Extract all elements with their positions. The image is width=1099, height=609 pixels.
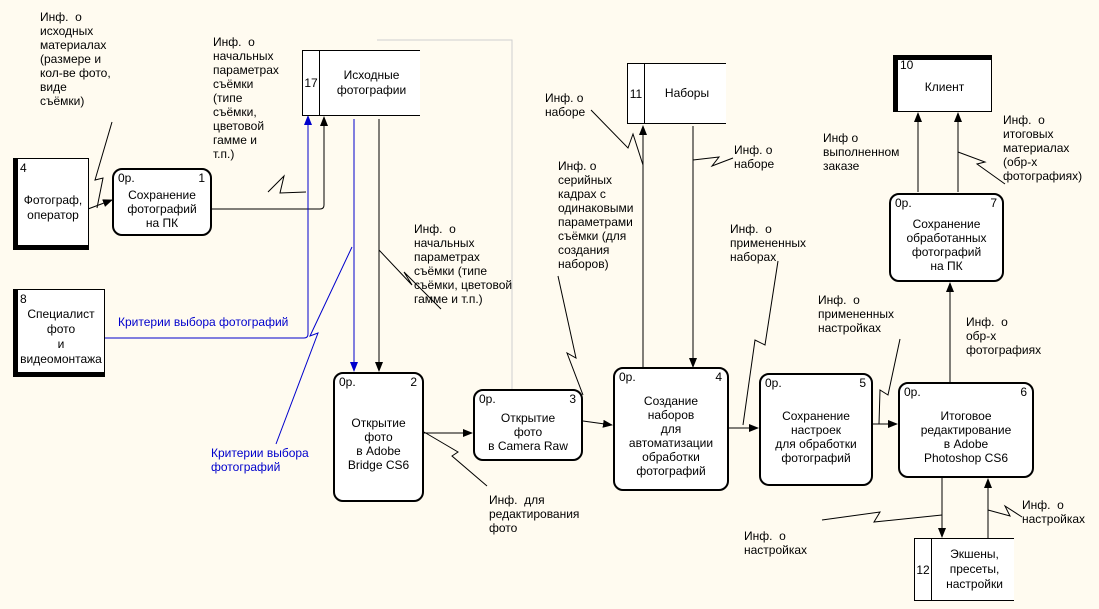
external-client[interactable]: 10 Клиент <box>893 55 992 112</box>
process-7[interactable]: 0р. 7 Сохранение обработанных фотографий… <box>889 193 1004 282</box>
store-number: 12 <box>915 539 932 600</box>
process-number: 7 <box>990 196 997 210</box>
process-prefix: 0р. <box>339 375 356 389</box>
process-title: Сохранение обработанных фотографий на ПК <box>906 216 987 273</box>
store-number: 11 <box>628 64 645 123</box>
store-title: Наборы <box>664 86 710 100</box>
leader-serial-frames <box>557 275 584 396</box>
frame-line <box>377 39 513 400</box>
label-set-info-1: Инф. о наборе <box>545 91 586 119</box>
label-edit-info: Инф. для редактирования фото <box>489 493 580 535</box>
flow-p1-store17 <box>212 116 328 210</box>
flow-p3-p4 <box>582 419 613 428</box>
process-prefix: 0р. <box>479 392 496 406</box>
process-number: 2 <box>410 375 417 389</box>
label-serial-frames: Инф. о серийных кадрах с одинаковыми пар… <box>558 159 634 271</box>
leader-final-materials <box>957 151 1006 185</box>
leader-set-info-1 <box>590 109 644 166</box>
process-number: 1 <box>198 171 205 185</box>
process-4[interactable]: 0р. 4 Создание наборов для автоматизации… <box>613 367 729 491</box>
leader-initial-params-2 <box>378 249 442 310</box>
leader-settings-2 <box>987 504 1023 518</box>
process-number: 4 <box>715 370 722 384</box>
store-sets[interactable]: 11 Наборы <box>627 63 726 124</box>
leader-applied-sets <box>742 260 779 426</box>
external-photographer[interactable]: 4 Фотограф, оператор <box>13 158 89 250</box>
label-final-materials: Инф. о итоговых материалах (обр-х фотогр… <box>1003 113 1083 183</box>
process-prefix: 0р. <box>895 196 912 210</box>
label-selection-criteria-2: Критерии выбора фотографий <box>211 446 309 474</box>
process-number: 5 <box>859 376 866 390</box>
leader-set-info-2 <box>692 156 734 168</box>
process-2[interactable]: 0р. 2 Открытие фото в Adobe Bridge CS6 <box>333 372 424 502</box>
leader-settings-1 <box>821 511 943 523</box>
external-id: 4 <box>20 161 27 175</box>
label-completed-order: Инф о выполненном заказе <box>823 131 900 173</box>
leader-source-materials <box>94 121 113 209</box>
process-5[interactable]: 0р. 5 Сохранение настроек для обработки … <box>759 373 873 486</box>
control-specialist-store17 <box>104 115 312 339</box>
label-initial-params-2: Инф. о начальных параметрах съёмки (типе… <box>414 222 513 306</box>
external-title: Специалист фото и видеомонтажа <box>20 307 102 366</box>
store-actions[interactable]: 12 Экшены, пресеты, настройки <box>914 538 1014 601</box>
external-id: 10 <box>900 58 914 72</box>
process-prefix: 0р. <box>765 376 782 390</box>
leader-edit-info <box>423 431 488 487</box>
process-prefix: 0р. <box>118 171 135 185</box>
process-title: Открытие фото в Adobe Bridge CS6 <box>347 416 410 472</box>
process-title: Сохранение настроек для обработки фотогр… <box>775 408 857 465</box>
process-1[interactable]: 0р. 1 Сохранение фотографий на ПК <box>112 168 212 236</box>
process-prefix: 0р. <box>619 370 636 384</box>
process-title: Открытие фото в Camera Raw <box>488 411 568 453</box>
process-number: 3 <box>569 392 576 406</box>
label-processed-photos: Инф. о обр-х фотографиях <box>966 315 1042 357</box>
store-title: Экшены, пресеты, настройки <box>946 547 1003 591</box>
label-settings-2: Инф. о настройках <box>1022 498 1086 526</box>
process-number: 6 <box>1020 385 1027 399</box>
process-prefix: 0р. <box>904 385 921 399</box>
leader-criteria-2 <box>275 246 353 445</box>
label-source-materials: Инф. о исходных материалах (размере и ко… <box>40 10 111 108</box>
external-title: Фотограф, оператор <box>23 193 83 222</box>
label-initial-params-1: Инф. о начальных параметрах съёмки (типе… <box>213 35 279 161</box>
external-id: 8 <box>20 292 27 306</box>
process-6[interactable]: 0р. 6 Итоговое редактирование в Adobe Ph… <box>898 382 1034 478</box>
leader-applied-settings <box>878 338 901 425</box>
external-specialist[interactable]: 8 Специалист фото и видеомонтажа <box>13 289 105 377</box>
external-title: Клиент <box>924 80 965 94</box>
label-selection-criteria-1: Критерии выбора фотографий <box>118 315 289 329</box>
store-number: 17 <box>303 51 320 115</box>
store-title: Исходные фотографии <box>336 68 407 97</box>
process-3[interactable]: 0р. 3 Открытие фото в Camera Raw <box>473 389 583 461</box>
store-source-photos[interactable]: 17 Исходные фотографии <box>302 50 420 116</box>
label-applied-sets: Инф. о примененных наборах <box>730 222 806 264</box>
process-title: Создание наборов для автоматизации обраб… <box>628 394 714 478</box>
process-title: Сохранение фотографий на ПК <box>127 188 197 230</box>
label-settings-1: Инф. о настройках <box>744 529 808 557</box>
label-set-info-2: Инф. о наборе <box>734 143 775 171</box>
leader-initial-params-1 <box>267 174 307 194</box>
label-applied-settings: Инф. о примененных настройках <box>818 293 894 335</box>
flow-ext4-p1 <box>87 199 113 210</box>
process-title: Итоговое редактирование в Adobe Photosho… <box>920 409 1012 465</box>
